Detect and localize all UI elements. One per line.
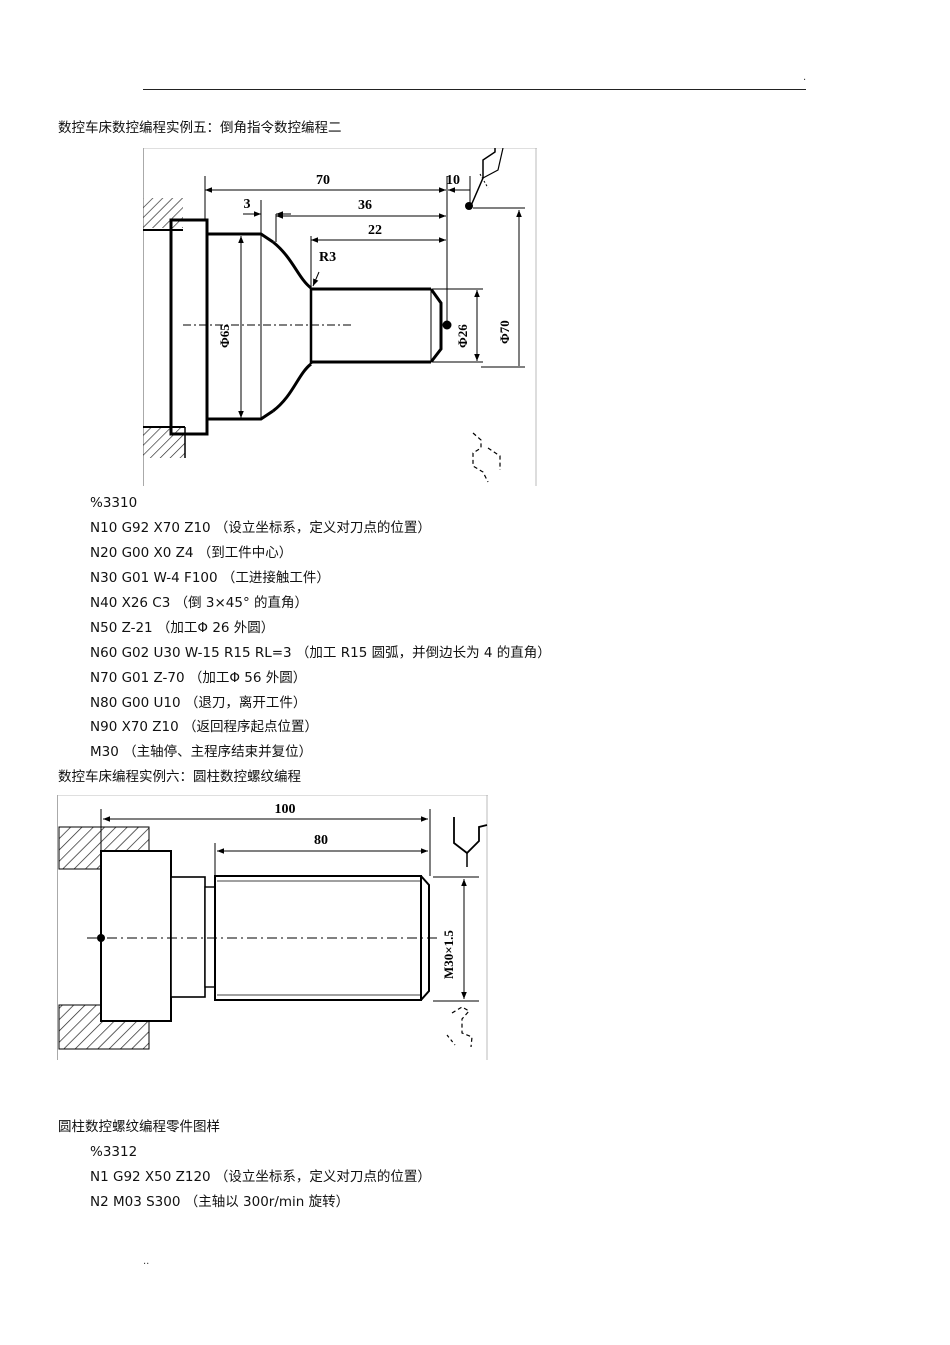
origin-point — [97, 934, 105, 942]
dim-22-label: 22 — [368, 223, 382, 238]
dim-36-label: 36 — [358, 198, 372, 213]
dim-3-label: 3 — [244, 197, 251, 212]
thread-part-drawing: 100 80 M30×1.5 — [57, 795, 488, 1060]
figure-caption: 圆柱数控螺纹编程零件图样 — [58, 1119, 220, 1135]
code-line: %3312 — [90, 1144, 138, 1160]
section6-title: 数控车床编程实例六：圆柱数控螺纹编程 — [58, 769, 301, 785]
code-line: N20 G00 X0 Z4 （到工件中心） — [90, 545, 293, 561]
chamfer-part-drawing: 70 10 3 36 22 R3 Φ65 Φ26 Φ70 — [143, 148, 537, 486]
thread-label: M30×1.5 — [441, 930, 456, 979]
header-corner-mark: . — [803, 72, 807, 83]
code-line: N60 G02 U30 W-15 R15 RL=3 （加工 R15 圆弧，并倒边… — [90, 645, 551, 661]
code-line: N30 G01 W-4 F100 （工进接触工件） — [90, 570, 330, 586]
radius-label: R3 — [319, 250, 336, 265]
code-line: N1 G92 X50 Z120 （设立坐标系，定义对刀点的位置） — [90, 1169, 431, 1185]
dia-65-label: Φ65 — [217, 324, 232, 348]
code-line: N10 G92 X70 Z10 （设立坐标系，定义对刀点的位置） — [90, 520, 431, 536]
section5-title: 数控车床数控编程实例五：倒角指令数控编程二 — [58, 120, 342, 136]
code-line: M30 （主轴停、主程序结束并复位） — [90, 744, 313, 760]
dim-70-label: 70 — [316, 173, 330, 188]
header-rule — [143, 89, 806, 90]
dim-80-label: 80 — [314, 833, 328, 848]
dim-100-label: 100 — [275, 802, 296, 817]
tool-point — [465, 202, 473, 210]
code-line: N70 G01 Z-70 （加工Φ 56 外圆） — [90, 670, 307, 686]
code-line: %3310 — [90, 495, 138, 511]
footer-corner-mark: .. — [143, 1256, 150, 1267]
code-line: N2 M03 S300 （主轴以 300r/min 旋转） — [90, 1194, 350, 1210]
code-line: N50 Z-21 （加工Φ 26 外圆） — [90, 620, 275, 636]
code-line: N80 G00 U10 （退刀，离开工件） — [90, 695, 307, 711]
dia-70-label: Φ70 — [497, 320, 512, 344]
chuck-jaw-top — [143, 198, 183, 228]
dim-10-label: 10 — [446, 173, 460, 188]
dia-26-label: Φ26 — [455, 324, 470, 348]
code-line: N90 X70 Z10 （返回程序起点位置） — [90, 719, 319, 735]
code-line: N40 X26 C3 （倒 3×45° 的直角） — [90, 595, 309, 611]
